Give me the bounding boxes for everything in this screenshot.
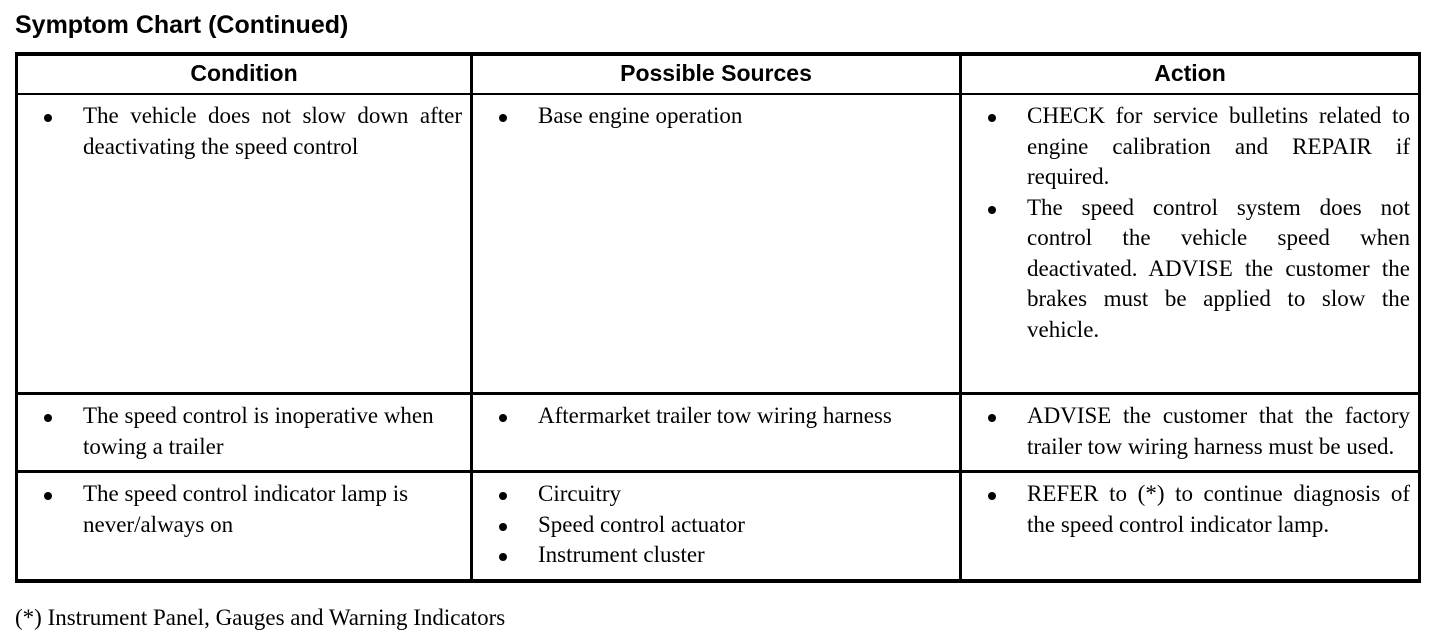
bullet-icon [499,540,508,571]
bullet-list-condition: The speed control is inoperative when to… [26,401,462,462]
list-item: CHECK for service bulletins related to e… [970,101,1410,193]
bullet-list-sources: Base engine operation [481,101,951,132]
list-item-text: The speed control is inoperative when to… [83,403,434,459]
bullet-list-action: REFER to (*) to continue diagnosis of th… [970,479,1410,540]
bullet-icon [499,101,508,132]
symptom-chart-table: Condition Possible Sources Action The ve… [15,52,1421,583]
column-header-action: Action [959,52,1421,95]
cell-condition: The speed control indicator lamp is neve… [15,471,473,583]
list-item: The speed control indicator lamp is neve… [26,479,462,540]
list-item-text: REFER to (*) to continue diagnosis of th… [1027,481,1410,537]
cell-possible-sources: Base engine operation [470,94,962,395]
table-header-row: Condition Possible Sources Action [15,52,1421,95]
list-item-text: Circuitry [538,481,622,506]
list-item-text: ADVISE the customer that the factory tra… [1027,403,1410,459]
list-item: The speed control system does not contro… [970,193,1410,346]
cell-possible-sources: Circuitry Speed control actuator Instrum… [470,471,962,583]
bullet-icon [499,401,508,432]
list-item: The vehicle does not slow down after dea… [26,101,462,162]
list-item: ADVISE the customer that the factory tra… [970,401,1410,462]
list-item-text: The speed control indicator lamp is neve… [83,481,409,537]
bullet-icon [988,101,997,132]
bullet-list-action: ADVISE the customer that the factory tra… [970,401,1410,462]
bullet-icon [44,101,53,132]
bullet-icon [44,479,53,510]
list-item-text: Instrument cluster [538,542,705,567]
table-row: The vehicle does not slow down after dea… [15,94,1421,395]
list-item: REFER to (*) to continue diagnosis of th… [970,479,1410,540]
bullet-icon [988,193,997,224]
list-item-text: Speed control actuator [538,511,745,537]
list-item-text: Base engine operation [538,103,743,128]
list-item: The speed control is inoperative when to… [26,401,462,462]
table-body: The vehicle does not slow down after dea… [15,94,1421,583]
list-item-text: Aftermarket trailer tow wiring harness [538,403,892,428]
bullet-list-action: CHECK for service bulletins related to e… [970,101,1410,345]
cell-condition: The vehicle does not slow down after dea… [15,94,473,395]
cell-possible-sources: Aftermarket trailer tow wiring harness [470,393,962,473]
table-header: Condition Possible Sources Action [15,52,1421,95]
cell-action: ADVISE the customer that the factory tra… [959,393,1421,473]
footnote: (*) Instrument Panel, Gauges and Warning… [15,605,506,630]
cell-action: REFER to (*) to continue diagnosis of th… [959,471,1421,583]
table-row: The speed control is inoperative when to… [15,393,1421,473]
list-item: Circuitry [481,479,951,510]
list-item: Speed control actuator [481,510,951,541]
bullet-icon [988,401,997,432]
column-header-possible-sources: Possible Sources [470,52,962,95]
bullet-list-condition: The vehicle does not slow down after dea… [26,101,462,162]
column-header-condition: Condition [15,52,473,95]
bullet-icon [499,510,508,541]
list-item: Aftermarket trailer tow wiring harness [481,401,951,432]
bullet-list-sources: Aftermarket trailer tow wiring harness [481,401,951,432]
cell-condition: The speed control is inoperative when to… [15,393,473,473]
cell-action: CHECK for service bulletins related to e… [959,94,1421,395]
list-item-text: The speed control system does not contro… [1027,194,1410,342]
bullet-list-sources: Circuitry Speed control actuator Instrum… [481,479,951,571]
bullet-list-condition: The speed control indicator lamp is neve… [26,479,462,540]
list-item: Instrument cluster [481,540,951,571]
list-item-text: CHECK for service bulletins related to e… [1027,103,1410,189]
bullet-icon [988,479,997,510]
bullet-icon [44,401,53,432]
page-title: Symptom Chart (Continued) [15,11,349,39]
list-item-text: The vehicle does not slow down after dea… [83,103,462,159]
table-row: The speed control indicator lamp is neve… [15,471,1421,583]
bullet-icon [499,479,508,510]
list-item: Base engine operation [481,101,951,132]
